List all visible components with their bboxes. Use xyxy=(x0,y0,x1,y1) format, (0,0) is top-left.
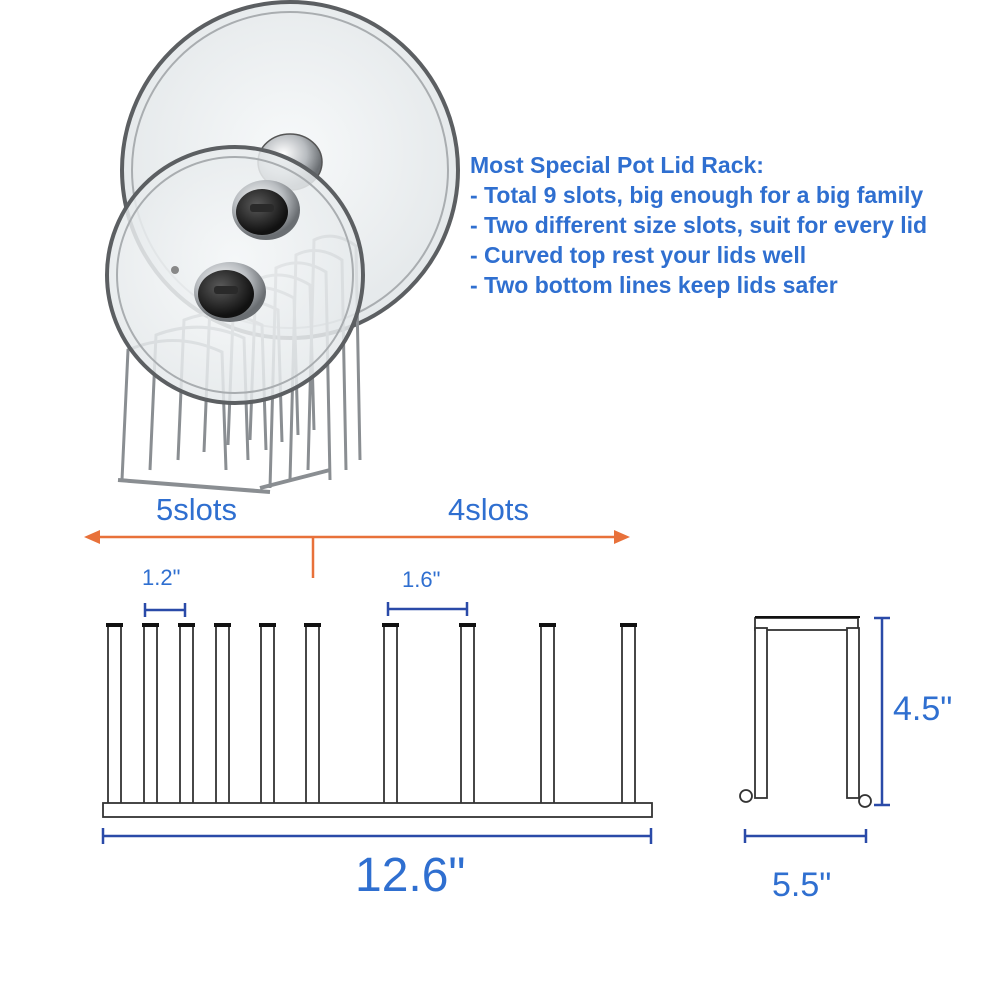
length-label: 12.6" xyxy=(355,849,466,902)
feature-item: - Curved top rest your lids well xyxy=(470,242,807,268)
feature-item: - Total 9 slots, big enough for a big fa… xyxy=(470,182,924,208)
feature-list: Most Special Pot Lid Rack: - Total 9 slo… xyxy=(470,150,1000,300)
feature-title: Most Special Pot Lid Rack: xyxy=(470,152,764,178)
right-slots-label: 4slots xyxy=(448,492,529,527)
feature-item: - Two bottom lines keep lids safer xyxy=(470,272,838,298)
feature-item: - Two different size slots, suit for eve… xyxy=(470,212,928,238)
height-label: 4.5" xyxy=(893,690,953,728)
small-gap-label: 1.2" xyxy=(142,565,181,590)
left-slots-label: 5slots xyxy=(156,492,237,527)
large-gap-label: 1.6" xyxy=(402,567,441,592)
width-label: 5.5" xyxy=(772,866,832,904)
large-lid-knob xyxy=(232,180,300,240)
